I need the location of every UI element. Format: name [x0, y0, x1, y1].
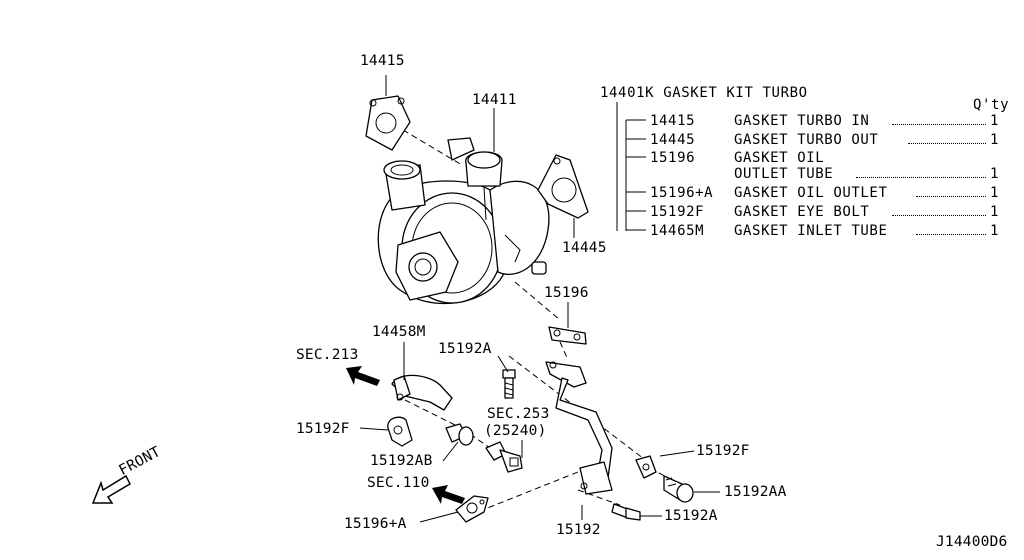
callout-15192aa: 15192AA: [724, 484, 787, 500]
kit-item-desc: GASKET EYE BOLT: [734, 204, 870, 220]
kit-item-desc-line2: OUTLET TUBE: [734, 166, 834, 182]
turbocharger: [377, 137, 550, 305]
kit-item-desc: GASKET TURBO OUT: [734, 132, 879, 148]
kit-item-qty: 1: [990, 185, 1000, 201]
gasket-eye-bolt-left: [387, 416, 413, 447]
kit-item-desc: GASKET OIL OUTLET: [734, 185, 888, 201]
callout-15192a-bottom: 15192A: [664, 508, 718, 524]
direction-arrows: [91, 366, 465, 504]
callout-15192f-left: 15192F: [296, 421, 350, 437]
callout-sec213: SEC.213: [296, 347, 359, 363]
gasket-oil-outlet: [455, 495, 489, 523]
kit-item-desc: GASKET OIL: [734, 150, 825, 166]
callout-15192a-top: 15192A: [438, 341, 492, 357]
oil-pressure-sensor: [485, 441, 523, 473]
kit-item-leader: [856, 177, 986, 178]
callout-14411: 14411: [472, 92, 517, 108]
bolt-top: [502, 369, 516, 399]
callout-15196a: 15196+A: [344, 516, 407, 532]
gasket-turbo-out: [537, 154, 589, 219]
kit-item-part: 14445: [650, 132, 696, 148]
callout-15192f-right: 15192F: [696, 443, 750, 459]
qty-header: Q'ty: [973, 97, 1010, 113]
kit-item-qty: 1: [990, 113, 1000, 129]
kit-item-leader: [916, 196, 986, 197]
leader-lines: [359, 75, 720, 523]
callout-15196: 15196: [544, 285, 589, 301]
callout-14458m: 14458M: [372, 324, 426, 340]
arrow-sec213: [346, 366, 380, 386]
kit-header: 14401K GASKET KIT TURBO: [600, 85, 808, 101]
eye-bolt-right: [663, 475, 694, 503]
bolt-bottom: [611, 503, 641, 521]
callout-sec253-sub: (25240): [484, 423, 547, 439]
diagram-code: J14400D6: [936, 534, 1008, 550]
callout-15192: 15192: [556, 522, 601, 538]
callout-sec110: SEC.110: [367, 475, 430, 491]
gasket-turbo-in: [365, 95, 411, 151]
kit-item-part: 14415: [650, 113, 696, 129]
kit-item-desc: GASKET INLET TUBE: [734, 223, 888, 239]
kit-item-qty: 1: [990, 132, 1000, 148]
oil-outlet-tube: [545, 361, 613, 495]
kit-item-part: 15196+A: [650, 185, 714, 201]
inlet-tube: [391, 374, 453, 411]
callout-14445: 14445: [562, 240, 607, 256]
callout-14415: 14415: [360, 53, 405, 69]
front-arrow-icon: [91, 474, 131, 504]
callout-sec253: SEC.253: [487, 406, 550, 422]
kit-item-part: 14465M: [650, 223, 705, 239]
kit-item-leader: [892, 124, 986, 125]
kit-table-bracket: [616, 102, 646, 231]
kit-item-desc: GASKET TURBO IN: [734, 113, 870, 129]
kit-item-part: 15196: [650, 150, 696, 166]
kit-item-qty: 1: [990, 223, 1000, 239]
kit-item-qty: 1: [990, 204, 1000, 220]
kit-item-leader: [916, 234, 986, 235]
gasket-eye-bolt-right: [635, 455, 657, 479]
eye-bolt-left: [445, 423, 474, 446]
arrow-sec110: [432, 485, 465, 504]
kit-item-leader: [908, 143, 986, 144]
callout-15192ab: 15192AB: [370, 453, 433, 469]
gasket-oil-outlet-tube: [548, 326, 587, 345]
kit-item-part: 15192F: [650, 204, 705, 220]
kit-item-leader: [892, 215, 986, 216]
kit-item-qty: 1: [990, 166, 1000, 182]
